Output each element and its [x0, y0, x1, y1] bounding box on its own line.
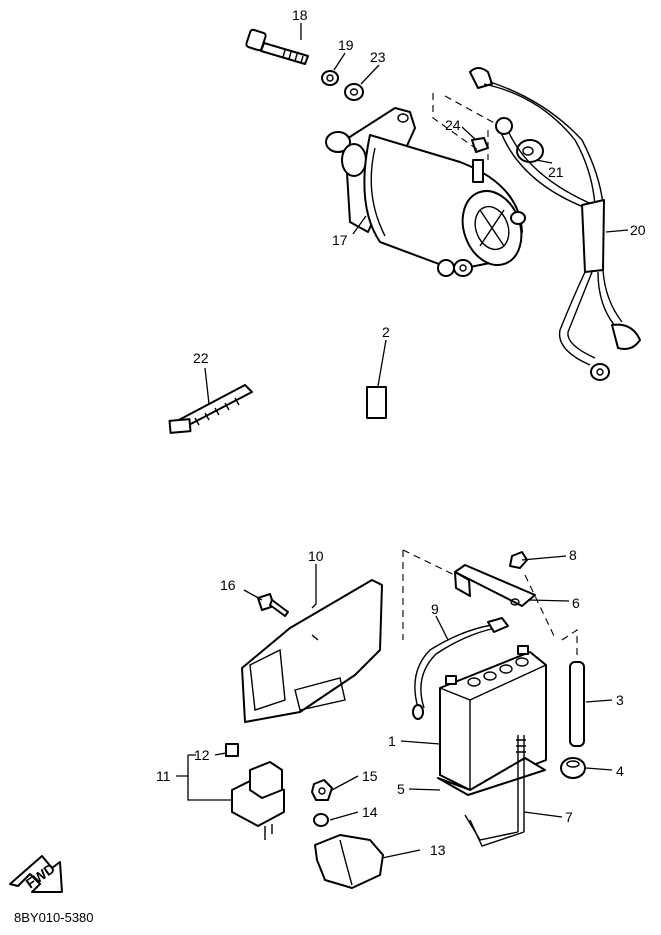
fwd-arrow-icon: FWD [9, 855, 63, 893]
callout-10: 10 [308, 548, 324, 564]
nut-part-24 [471, 137, 489, 153]
callout-7: 7 [565, 809, 573, 825]
callout-15: 15 [362, 768, 378, 784]
callout-9: 9 [431, 601, 439, 617]
cable-tie-part-22 [168, 384, 253, 434]
collar-part-14 [313, 813, 329, 827]
callout-17: 17 [332, 232, 348, 248]
callout-20: 20 [630, 222, 646, 238]
rubber-cover-part-13 [314, 834, 384, 889]
callout-24: 24 [445, 117, 461, 133]
callout-6: 6 [572, 595, 580, 611]
vent-tube-part-3 [569, 661, 585, 747]
bolt-part-18 [245, 28, 309, 65]
callout-18: 18 [292, 7, 308, 23]
grommet-part-4 [560, 757, 586, 779]
callout-4: 4 [616, 763, 624, 779]
document-code: 8BY010-5380 [14, 910, 94, 925]
nut-part-8 [509, 551, 528, 569]
callout-11: 11 [156, 768, 171, 784]
callout-12: 12 [194, 747, 210, 763]
battery-bolt-part-7 [464, 735, 526, 847]
battery-part-1 [439, 645, 547, 791]
lock-washer-part-19 [321, 70, 339, 86]
callout-8: 8 [569, 547, 577, 563]
callout-21: 21 [548, 164, 564, 180]
callout-5: 5 [397, 781, 405, 797]
screw-part-16 [257, 593, 289, 617]
battery-cover-part-10 [241, 579, 383, 723]
starter-motor-part-17 [325, 107, 526, 277]
callout-3: 3 [616, 692, 624, 708]
callout-23: 23 [370, 49, 386, 65]
starter-cable-part-20 [469, 67, 641, 381]
callout-16: 16 [220, 577, 236, 593]
battery-cable-part-9 [412, 617, 509, 720]
battery-bracket-part-6 [454, 564, 536, 607]
callout-19: 19 [338, 37, 354, 53]
callout-2: 2 [382, 324, 390, 340]
starter-relay-part-11 [231, 761, 285, 840]
fuse-part-12 [225, 743, 239, 757]
callout-13: 13 [430, 842, 446, 858]
callout-1: 1 [388, 733, 396, 749]
washer-part-23 [344, 83, 364, 101]
callout-22: 22 [193, 350, 209, 366]
nut-part-21 [516, 139, 544, 163]
nut-part-15 [311, 779, 333, 801]
callout-14: 14 [362, 804, 378, 820]
label-plate-part-2 [366, 386, 387, 419]
